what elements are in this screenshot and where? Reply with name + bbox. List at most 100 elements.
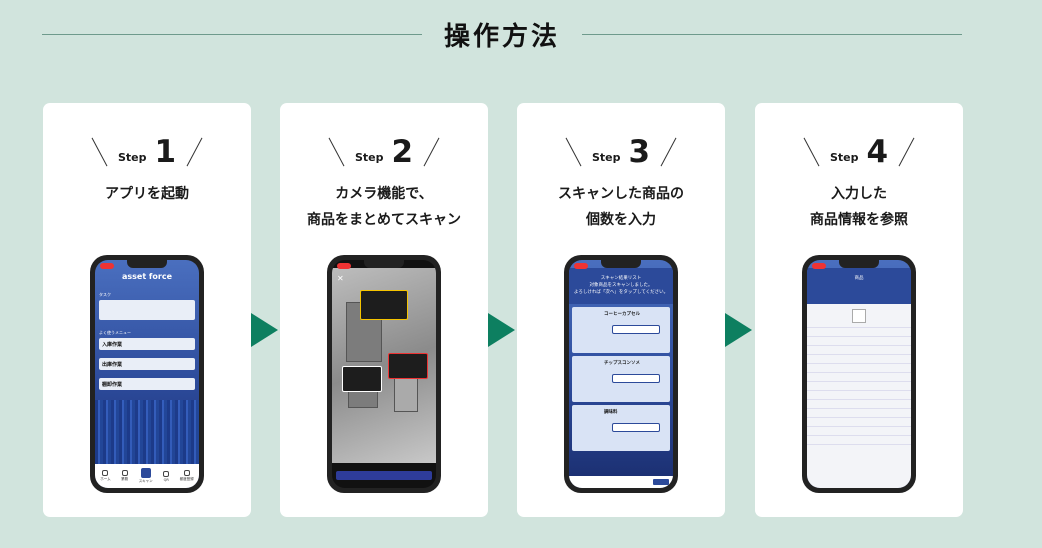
instruction-text: よろしければ「次へ」をタップしてください。 <box>573 290 669 295</box>
next-button[interactable] <box>653 479 669 485</box>
product-detail-header: 商品 <box>807 268 911 304</box>
scan-label-card[interactable] <box>360 290 408 320</box>
instruction-text: 対象商品をスキャンしました。 <box>589 283 653 288</box>
info-row[interactable] <box>807 436 911 445</box>
list-item[interactable]: コーヒーカプセル <box>572 307 670 353</box>
step-card-1: Step 1 アプリを起動 asset force タスク よく使うメニュー 入… <box>43 103 251 517</box>
status-indicator <box>812 263 826 269</box>
step-word: Step <box>117 151 147 164</box>
slash-right-icon <box>423 137 440 167</box>
info-row[interactable] <box>807 373 911 382</box>
caption-line-2: 商品情報を参照 <box>810 212 908 228</box>
scan-result-header: スキャン結果リスト 対象商品をスキャンしました。 よろしければ「次へ」をタップし… <box>569 268 673 304</box>
title-rule-left <box>42 33 422 35</box>
image-add-icon <box>852 309 866 323</box>
menu-item-label: 出庫作業 <box>102 362 123 368</box>
qr-icon <box>163 470 170 477</box>
bottom-tab-bar: ホーム 業務 スキャン QR 都度登録 <box>95 464 199 488</box>
page-title: 操作方法 <box>444 21 561 52</box>
status-indicator <box>100 263 114 269</box>
plus-icon <box>183 470 190 476</box>
title-row: 操作方法 <box>42 14 963 54</box>
info-row[interactable] <box>807 400 911 409</box>
info-row[interactable] <box>807 328 911 337</box>
menu-section-title: よく使うメニュー <box>99 330 131 335</box>
product-name: 調味料 <box>604 410 618 415</box>
step-number: 3 <box>628 134 651 170</box>
slash-left-icon <box>565 137 582 167</box>
camera-scan-screen: ✕ <box>332 260 436 488</box>
step-heading: Step 1 <box>43 134 251 170</box>
scanned-product-list: コーヒーカプセル チップスコンソメ 調味料 <box>569 304 673 451</box>
list-item[interactable]: 調味料 <box>572 405 670 451</box>
caption-line-2: 個数を入力 <box>586 212 656 228</box>
info-row[interactable] <box>807 337 911 346</box>
menu-item[interactable]: 入庫作業 <box>99 338 195 350</box>
phone-mockup-1: asset force タスク よく使うメニュー 入庫作業 出庫作業 棚卸作業 … <box>90 255 204 493</box>
phone-notch <box>839 260 879 268</box>
briefcase-icon <box>121 470 128 476</box>
close-icon[interactable]: ✕ <box>337 274 344 283</box>
phone-mockup-2: ✕ <box>327 255 441 493</box>
info-row[interactable] <box>807 382 911 391</box>
task-box[interactable] <box>99 300 195 320</box>
arrow-right-icon <box>251 313 278 347</box>
phone-notch <box>364 260 404 268</box>
tab-work[interactable]: 業務 <box>121 470 128 482</box>
scan-list-button[interactable] <box>336 471 432 480</box>
quantity-stepper[interactable] <box>612 423 660 432</box>
step-card-4: Step 4 入力した 商品情報を参照 商品 <box>755 103 963 517</box>
menu-item-label: 入庫作業 <box>102 342 123 348</box>
menu-item[interactable]: 出庫作業 <box>99 358 195 370</box>
list-item[interactable]: チップスコンソメ <box>572 356 670 402</box>
info-row[interactable] <box>807 391 911 400</box>
info-row[interactable] <box>807 418 911 427</box>
tab-qr[interactable]: QR <box>163 470 170 482</box>
caption-line-1: スキャンした商品の <box>558 186 684 202</box>
app-logo: asset force <box>121 272 173 281</box>
caption-line-1: カメラ機能で、 <box>335 186 433 202</box>
info-row[interactable] <box>807 409 911 418</box>
tab-home[interactable]: ホーム <box>100 470 111 482</box>
screen-title: スキャン結果リスト <box>600 276 642 281</box>
step-caption: アプリを起動 <box>43 181 251 207</box>
product-image-slot[interactable] <box>807 304 911 328</box>
step-heading: Step 3 <box>517 134 725 170</box>
task-section-title: タスク <box>99 292 111 297</box>
screen-title: 商品 <box>854 276 864 281</box>
quantity-stepper[interactable] <box>612 325 660 334</box>
menu-item[interactable]: 棚卸作業 <box>99 378 195 390</box>
status-indicator <box>337 263 351 269</box>
slash-left-icon <box>328 137 345 167</box>
info-row[interactable] <box>807 427 911 436</box>
scan-label-card[interactable] <box>342 366 382 392</box>
tab-scan[interactable]: スキャン <box>139 468 153 484</box>
step-word: Step <box>829 151 859 164</box>
step-caption: スキャンした商品の 個数を入力 <box>517 181 725 233</box>
step-caption: 入力した 商品情報を参照 <box>755 181 963 233</box>
tab-register[interactable]: 都度登録 <box>180 470 194 482</box>
info-row[interactable] <box>807 346 911 355</box>
home-icon <box>102 470 109 476</box>
product-info-list <box>807 304 911 488</box>
scan-label-card[interactable] <box>388 353 428 379</box>
step-number: 1 <box>154 134 177 170</box>
step-word: Step <box>591 151 621 164</box>
info-row[interactable] <box>807 364 911 373</box>
step-heading: Step 4 <box>755 134 963 170</box>
slash-right-icon <box>898 137 915 167</box>
step-word: Step <box>354 151 384 164</box>
city-background-image <box>95 400 199 464</box>
phone-notch <box>127 260 167 268</box>
info-row[interactable] <box>807 355 911 364</box>
scan-result-screen: スキャン結果リスト 対象商品をスキャンしました。 よろしければ「次へ」をタップし… <box>569 260 673 488</box>
app-home-screen: asset force タスク よく使うメニュー 入庫作業 出庫作業 棚卸作業 … <box>95 260 199 488</box>
phone-mockup-3: スキャン結果リスト 対象商品をスキャンしました。 よろしければ「次へ」をタップし… <box>564 255 678 493</box>
arrow-right-icon <box>725 313 752 347</box>
step-caption: カメラ機能で、 商品をまとめてスキャン <box>280 181 488 233</box>
scan-result-footer <box>569 476 673 488</box>
quantity-stepper[interactable] <box>612 374 660 383</box>
caption-line-1: アプリを起動 <box>105 186 189 202</box>
step-number: 2 <box>391 134 414 170</box>
menu-item-label: 棚卸作業 <box>102 382 123 388</box>
